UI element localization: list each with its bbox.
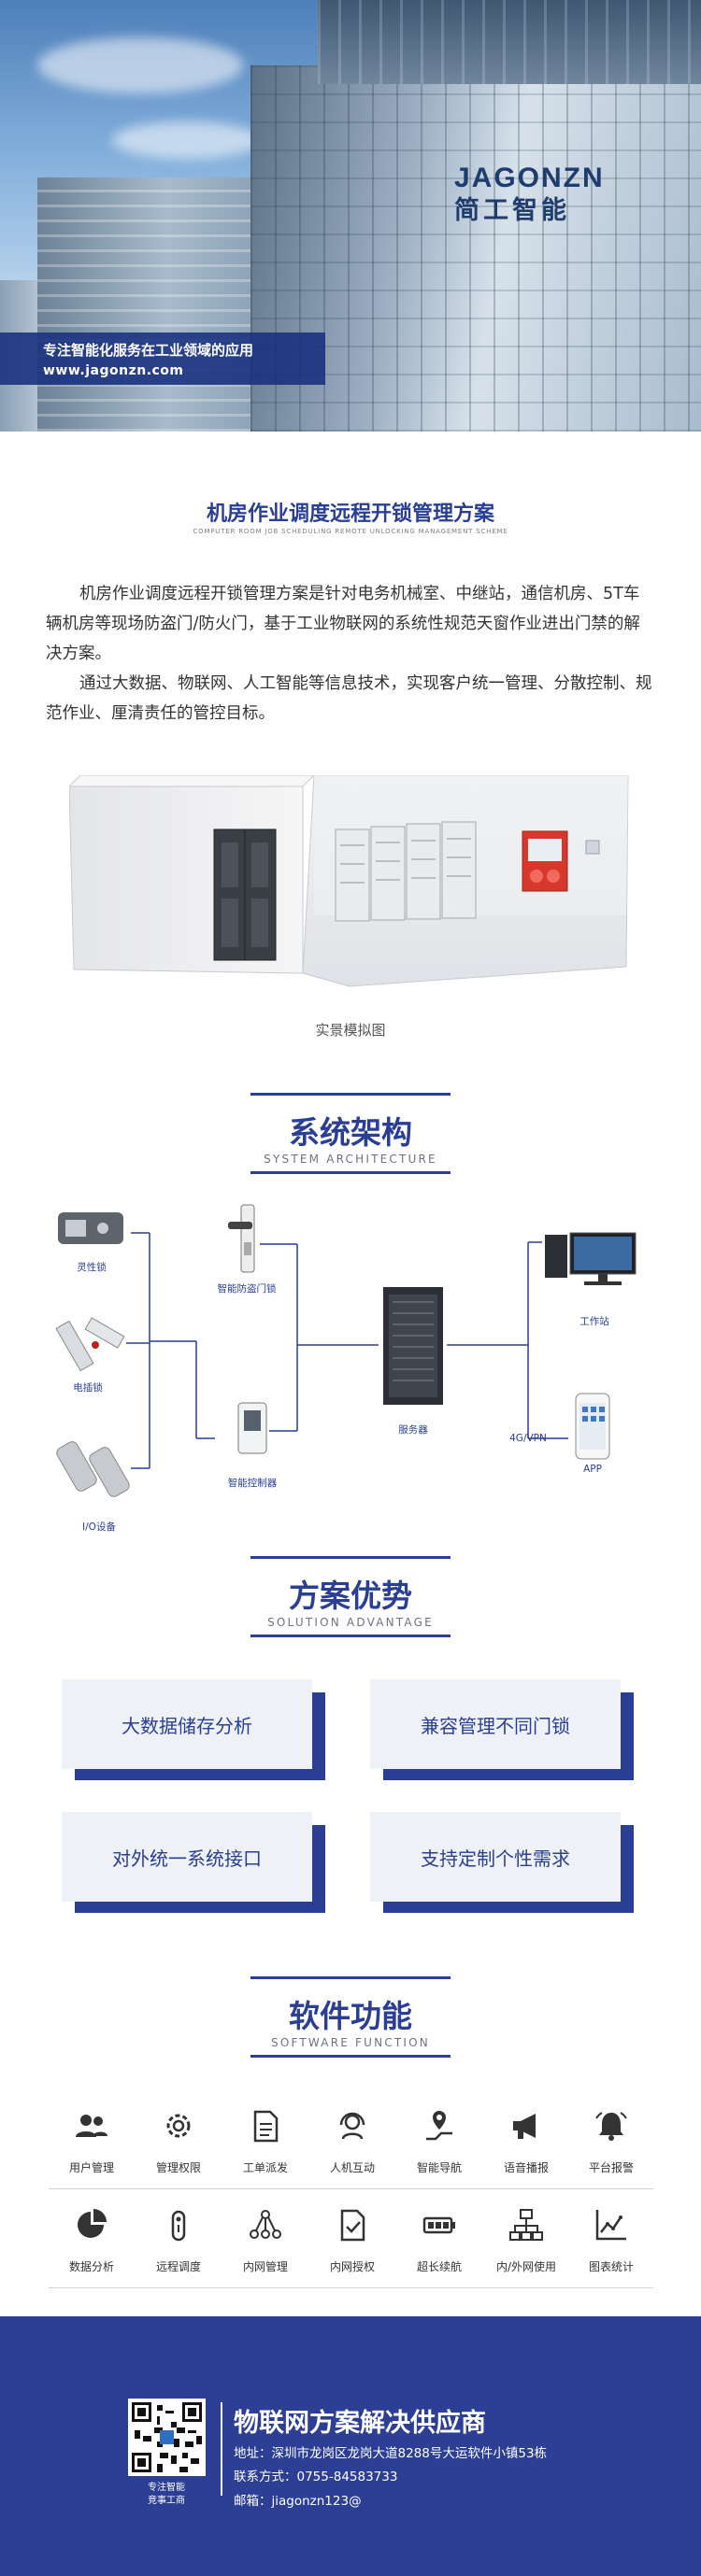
- tagline-text: 专注智能化服务在工业领域的应用: [43, 342, 254, 359]
- alarm-icon: [595, 2112, 627, 2141]
- advantage-card-1: 大数据储存分析: [62, 1679, 325, 1780]
- footer-email[interactable]: 邮箱：jiagonzn123@: [234, 2494, 362, 2509]
- main-building: [250, 65, 701, 432]
- function-item[interactable]: 用户管理: [49, 2107, 135, 2175]
- function-item[interactable]: 智能导航: [396, 2107, 482, 2175]
- advantage-card-4: 支持定制个性需求: [370, 1812, 634, 1913]
- line-chart-icon: [595, 2210, 626, 2241]
- section-title: 系统架构: [289, 1114, 412, 1151]
- image-caption: 实景模拟图: [315, 1022, 386, 1039]
- footer: 专注智能 竞事工商 物联网方案解决供应商 地址：深圳市龙岗区龙岗大道8288号大…: [0, 2316, 701, 2576]
- footer-divider: [221, 2402, 222, 2496]
- label-workstation: 工作站: [579, 1316, 609, 1327]
- label-lock: 灵性锁: [77, 1262, 107, 1273]
- left-building: [37, 177, 252, 432]
- qr-code-icon: [132, 2402, 202, 2472]
- section-advantage-heading: 方案优势 SOLUTION ADVANTAGE: [0, 1556, 701, 1640]
- label-server: 服务器: [398, 1424, 428, 1436]
- label-electric-lock: 电插锁: [73, 1382, 103, 1394]
- section-title: 软件功能: [289, 1998, 412, 2034]
- intro-paragraph-2: 通过大数据、物联网、人工智能等信息技术，实现客户统一管理、分散控制、规范作业、厘…: [46, 674, 652, 723]
- headset-icon: [339, 2112, 365, 2140]
- website-link[interactable]: www.jagonzn.com: [43, 363, 184, 378]
- function-item[interactable]: 内网管理: [222, 2206, 308, 2274]
- qr-caption: 专注智能 竞事工商: [148, 2483, 185, 2506]
- function-item[interactable]: 内网授权: [309, 2206, 395, 2274]
- footer-phone[interactable]: 联系方式：0755-84583733: [234, 2470, 398, 2484]
- advantage-card-2: 兼容管理不同门锁: [370, 1679, 634, 1780]
- advantage-label: 大数据储存分析: [62, 1679, 312, 1769]
- section-subtitle: SOFTWARE FUNCTION: [271, 2036, 430, 2049]
- function-item[interactable]: 语音播报: [483, 2107, 569, 2175]
- brand-en: JAGONZN: [454, 163, 605, 193]
- pie-chart-icon: [78, 2209, 107, 2238]
- function-item[interactable]: 远程调度: [136, 2206, 222, 2274]
- architecture-diagram: [55, 1204, 637, 1497]
- building-logo: JAGONZN 简工智能: [454, 164, 605, 223]
- section-architecture-heading: 系统架构 SYSTEM ARCHITECTURE: [0, 1093, 701, 1177]
- label-io-device: I/O设备: [82, 1522, 116, 1533]
- intro-paragraph-1: 机房作业调度远程开锁管理方案是针对电务机械室、中继站，通信机房、5T车辆机房等现…: [46, 585, 640, 663]
- function-item[interactable]: 内/外网使用: [483, 2206, 569, 2274]
- function-row-1: 用户管理 管理权限 工单派发 人机互动 智能导航 语音播报 平台报警: [49, 2107, 653, 2189]
- remote-icon: [171, 2210, 186, 2242]
- function-item[interactable]: 超长续航: [396, 2206, 482, 2274]
- section-software-heading: 软件功能 SOFTWARE FUNCTION: [0, 1976, 701, 2060]
- label-door-lock: 智能防盗门锁: [217, 1283, 277, 1295]
- building-crown: [318, 0, 701, 84]
- qr-code[interactable]: [128, 2399, 206, 2476]
- authorize-icon: [340, 2209, 365, 2242]
- room-illustration: [69, 775, 629, 987]
- section-title: 方案优势: [289, 1578, 412, 1614]
- advantage-card-3: 对外统一系统接口: [62, 1812, 325, 1913]
- lan-icon: [509, 2209, 543, 2241]
- function-item[interactable]: 平台报警: [568, 2107, 654, 2175]
- page-subtitle: COMPUTER ROOM JOB SCHEDULING REMOTE UNLO…: [193, 528, 508, 535]
- section-subtitle: SYSTEM ARCHITECTURE: [264, 1153, 437, 1166]
- function-item[interactable]: 工单派发: [222, 2107, 308, 2175]
- advantage-label: 对外统一系统接口: [62, 1812, 312, 1902]
- function-row-2: 数据分析 远程调度 内网管理 内网授权 超长续航 内/外网使用 图表统计: [49, 2206, 653, 2288]
- page-title: 机房作业调度远程开锁管理方案: [206, 502, 494, 526]
- users-icon: [76, 2115, 107, 2137]
- intro-text: 机房作业调度远程开锁管理方案是针对电务机械室、中继站，通信机房、5T车辆机房等现…: [46, 579, 655, 729]
- tagline-banner: 专注智能化服务在工业领域的应用 www.jagonzn.com: [0, 333, 325, 385]
- footer-title: 物联网方案解决供应商: [234, 2409, 486, 2438]
- advantage-label: 兼容管理不同门锁: [370, 1679, 621, 1769]
- advantage-label: 支持定制个性需求: [370, 1812, 621, 1902]
- section-subtitle: SOLUTION ADVANTAGE: [267, 1616, 434, 1629]
- function-item[interactable]: 图表统计: [568, 2206, 654, 2274]
- label-controller: 智能控制器: [227, 1478, 278, 1489]
- label-network: 4G/VPN: [509, 1433, 547, 1444]
- label-app: APP: [583, 1464, 602, 1475]
- footer-address: 地址：深圳市龙岗区龙岗大道8288号大运软件小镇53栋: [234, 2446, 548, 2461]
- brand-cn: 简工智能: [454, 196, 570, 224]
- route-icon: [426, 2111, 452, 2141]
- lock-device: [58, 1212, 123, 1244]
- hero-banner: JAGONZN 简工智能 专注智能化服务在工业领域的应用 www.jagonzn…: [0, 0, 701, 432]
- function-item[interactable]: 数据分析: [49, 2206, 135, 2274]
- function-item[interactable]: 管理权限: [136, 2107, 222, 2175]
- document-icon: [253, 2110, 279, 2143]
- battery-icon: [422, 2216, 455, 2234]
- network-icon: [250, 2210, 281, 2239]
- gear-icon: [166, 2114, 191, 2138]
- megaphone-icon: [513, 2114, 536, 2139]
- function-item[interactable]: 人机互动: [309, 2107, 395, 2175]
